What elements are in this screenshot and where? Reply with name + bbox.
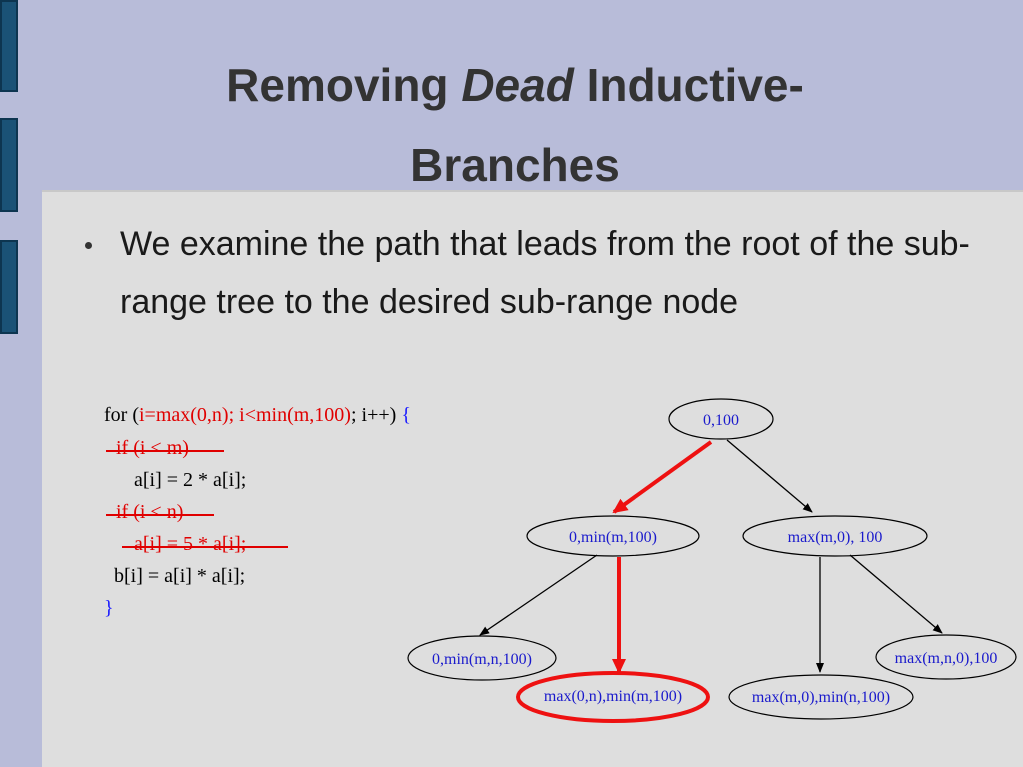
- code-line-6: b[i] = a[i] * a[i];: [114, 565, 246, 587]
- node-label-ll: 0,min(m,n,100): [432, 651, 532, 668]
- title-italic: Dead: [461, 59, 574, 111]
- title-part2: Inductive-: [573, 59, 804, 111]
- slide-title: Removing Dead Inductive- Branches: [60, 45, 970, 205]
- strikethrough-line-4: [106, 514, 214, 516]
- node-label-rl: max(m,0),min(n,100): [752, 689, 890, 706]
- tree-node-lr-target: max(0,n),min(m,100): [516, 671, 710, 723]
- node-label-root: 0,100: [703, 412, 739, 429]
- code-line-3: a[i] = 2 * a[i];: [134, 469, 247, 491]
- title-part1: Removing: [226, 59, 462, 111]
- highlight-edge-root-left: [612, 440, 713, 514]
- title-line2: Branches: [410, 139, 620, 191]
- node-label-right: max(m,0), 100: [788, 529, 883, 546]
- tree-node-rr: max(m,n,0),100: [875, 634, 1017, 680]
- bullet-text: We examine the path that leads from the …: [120, 225, 970, 321]
- code-line-1: for (i=max(0,n); i<min(m,100); i++) {: [104, 404, 411, 426]
- side-tab-3: [0, 240, 18, 334]
- code-line-4: if (i < n): [116, 501, 184, 523]
- node-label-left: 0,min(m,100): [569, 529, 657, 546]
- edge-right-rr: [849, 554, 943, 634]
- code-line-2: if (i < m): [116, 437, 189, 459]
- content-area: [42, 190, 1023, 767]
- code-line-7: }: [104, 597, 114, 619]
- strikethrough-line-5: [122, 546, 288, 548]
- edge-root-right: [726, 439, 813, 513]
- bullet-icon: [85, 242, 92, 249]
- strikethrough-line-2: [106, 450, 224, 452]
- tree-node-rl: max(m,0),min(n,100): [728, 674, 914, 720]
- tree-node-ll: 0,min(m,n,100): [407, 635, 557, 681]
- tree-node-right: max(m,0), 100: [742, 515, 928, 557]
- code-line-5: a[i] = 5 * a[i];: [134, 533, 247, 555]
- node-label-lr: max(0,n),min(m,100): [544, 688, 682, 705]
- edge-left-ll: [479, 554, 598, 636]
- tree-node-root: 0,100: [668, 398, 774, 440]
- tree-node-left: 0,min(m,100): [526, 515, 700, 557]
- side-tab-1: [0, 0, 18, 92]
- node-label-rr: max(m,n,0),100: [895, 650, 998, 667]
- side-tab-2: [0, 118, 18, 212]
